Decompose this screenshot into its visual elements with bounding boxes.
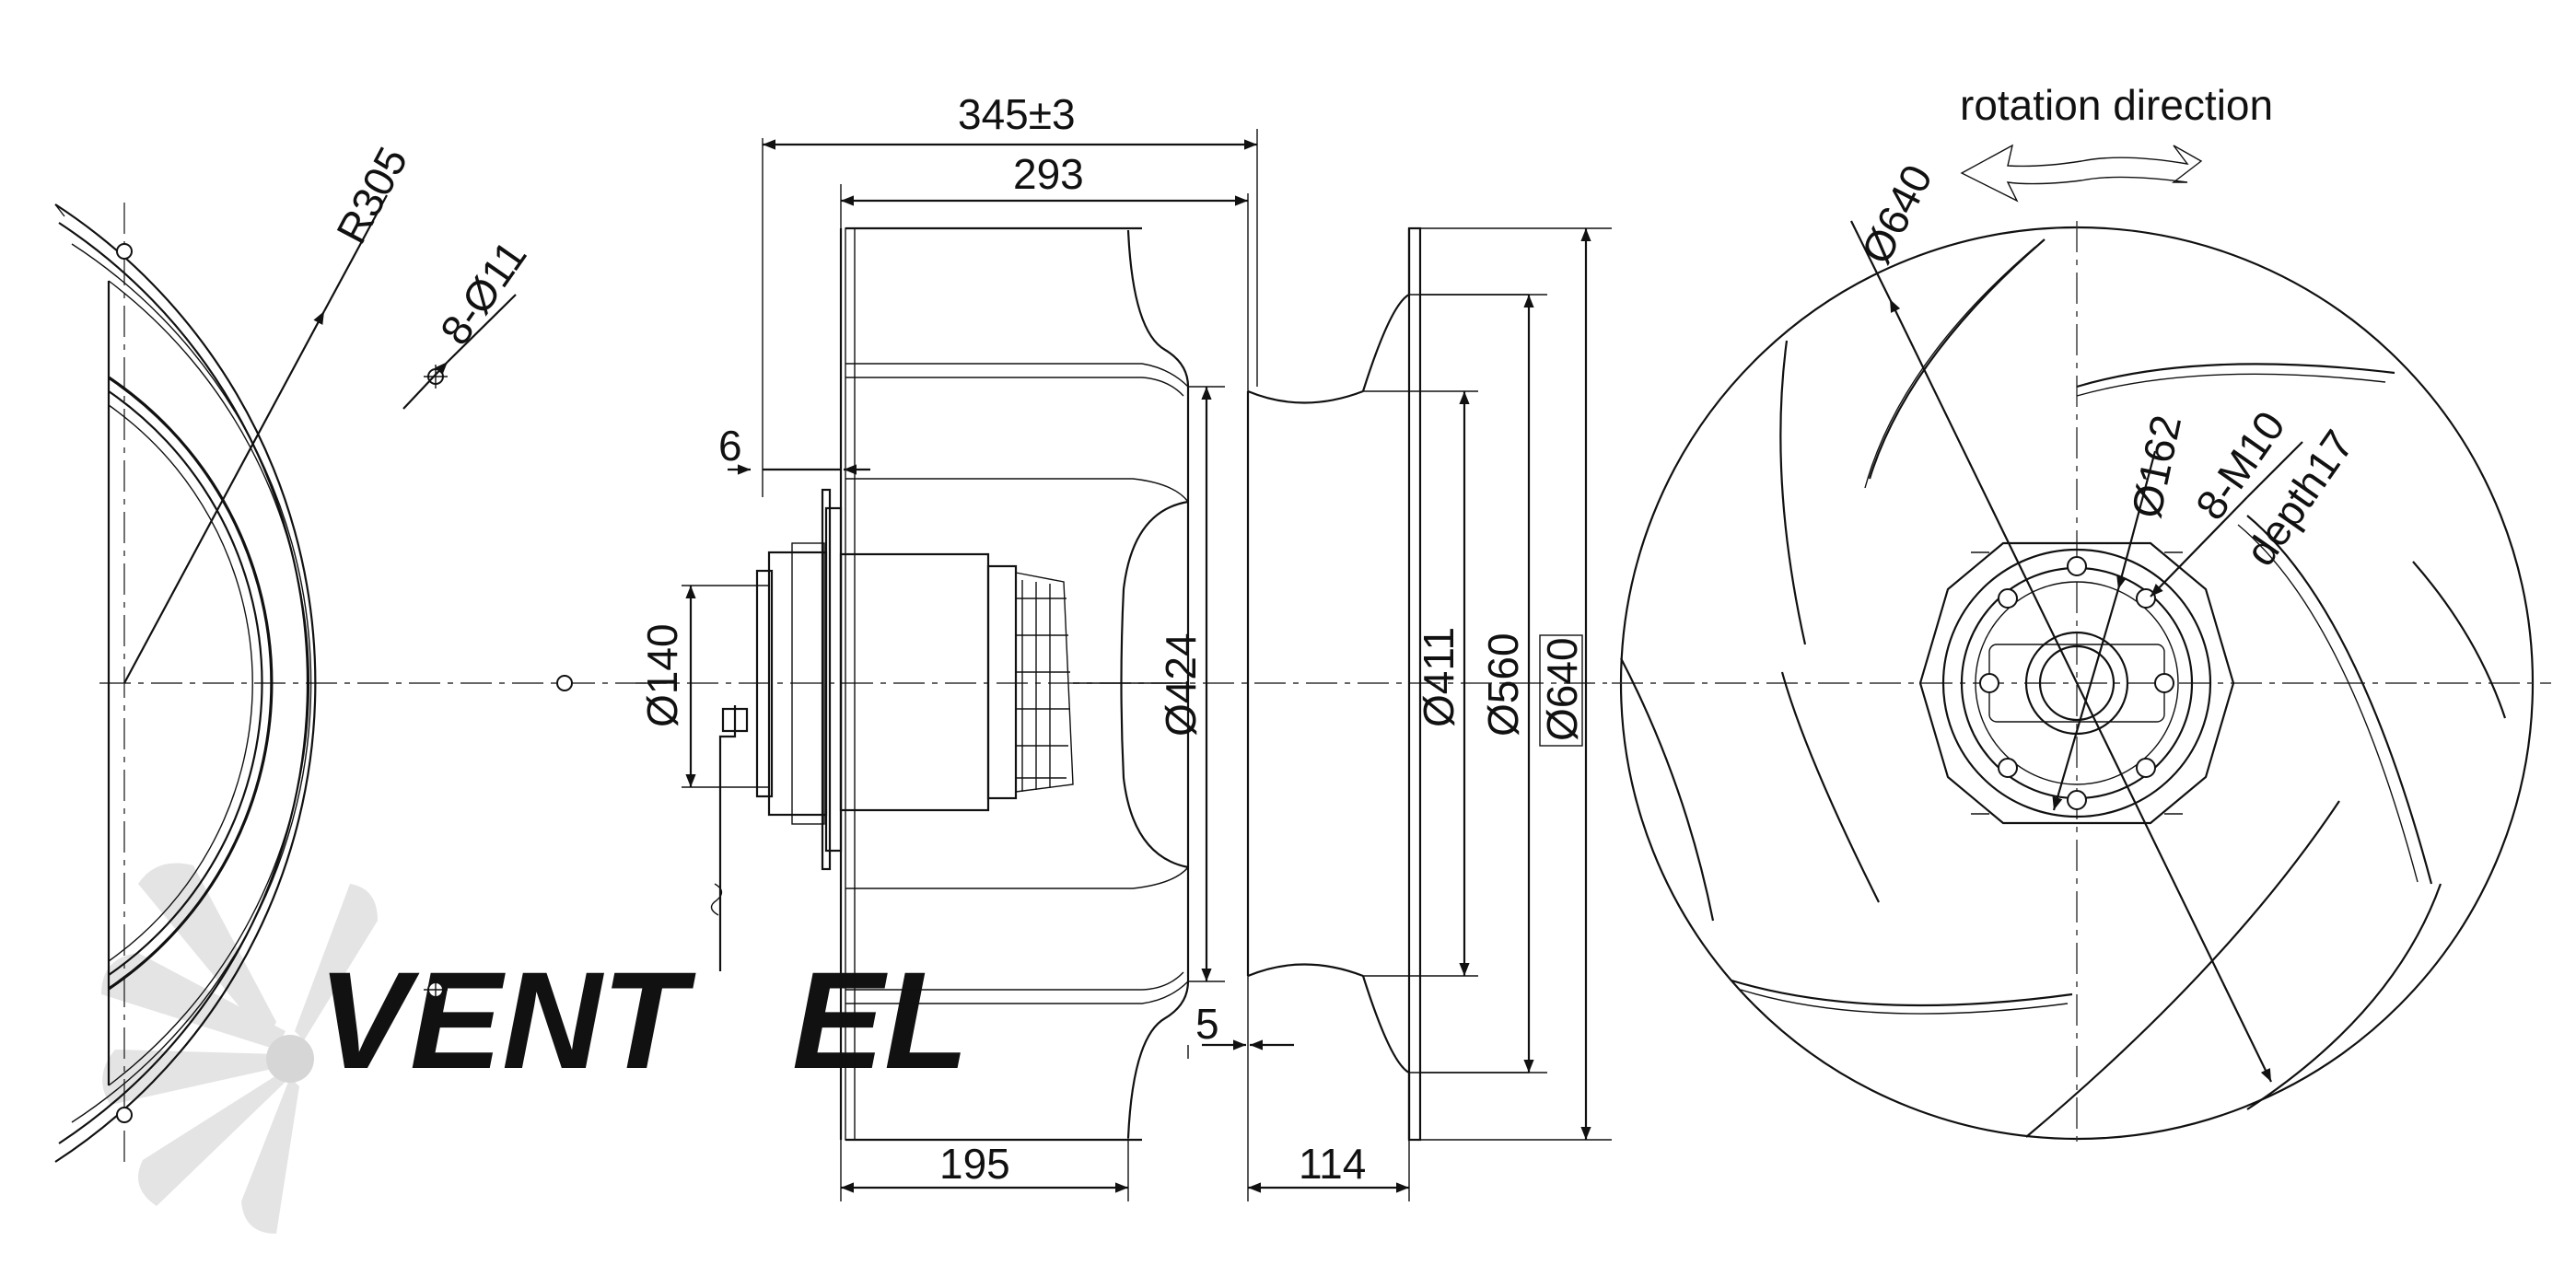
mounting-hole-icon — [116, 243, 133, 260]
dim-total-length: 345±3 — [958, 90, 1076, 138]
dim-front-depth: 195 — [939, 1140, 1010, 1188]
dim-inlet-depth: 114 — [1299, 1140, 1366, 1188]
dim-impeller-length: 293 — [1013, 150, 1084, 198]
dim-motor-diameter: Ø140 — [638, 623, 686, 727]
dim-offset-6: 6 — [718, 422, 742, 470]
dim-flange-radius: R305 — [327, 139, 417, 251]
fan-logo-icon — [101, 863, 378, 1234]
mounting-hole-icon — [556, 675, 573, 691]
rotation-direction-label: rotation direction — [1960, 81, 2273, 129]
dim-outlet-diameter: Ø424 — [1157, 632, 1205, 737]
dim-offset-5: 5 — [1195, 1000, 1219, 1048]
watermark-text-vent: VENT — [318, 943, 696, 1097]
dim-mounting-holes: 8-Ø11 — [431, 232, 536, 354]
dim-inlet-diameter: Ø411 — [1415, 627, 1463, 727]
dim-impeller-diameter: Ø640 — [1852, 157, 1941, 272]
mounting-hole-icon — [116, 1107, 133, 1123]
dim-hub-diameter: Ø162 — [2122, 411, 2190, 522]
watermark-text-el: EL — [792, 943, 969, 1097]
rotation-arrow-icon — [1960, 144, 2203, 203]
impeller-view: rotation direction Ø640 Ø162 8-M10 depth… — [1612, 81, 2551, 1146]
dim-flange-inner: Ø560 — [1479, 632, 1527, 737]
watermark: VENT EL — [101, 863, 969, 1234]
side-view: 345±3 293 6 Ø140 Ø424 Ø411 Ø560 Ø640 5 1… — [635, 90, 1612, 1201]
dim-flange-outer: Ø640 — [1538, 637, 1586, 741]
